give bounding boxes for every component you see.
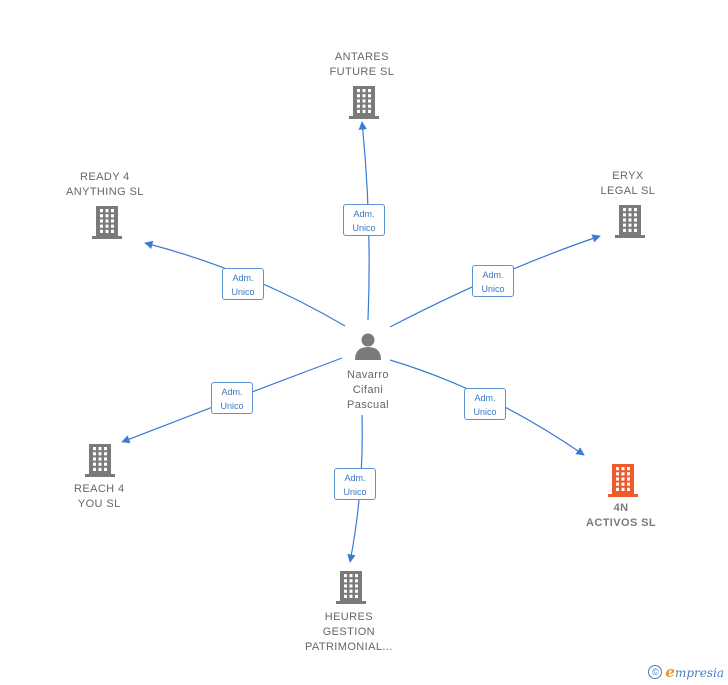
copyright-icon: ©	[648, 665, 663, 679]
relation-badge-4n[interactable]: Adm.Unico	[464, 388, 506, 420]
relation-badge-reach4[interactable]: Adm.Unico	[211, 382, 253, 414]
building-icon-eryx[interactable]	[615, 205, 645, 238]
building-icon-4n[interactable]	[608, 464, 638, 497]
building-icon-reach4[interactable]	[85, 444, 115, 477]
relation-badge-heures[interactable]: Adm.Unico	[334, 468, 376, 500]
brand-logo[interactable]: empresia	[665, 663, 724, 681]
relation-badge-eryx[interactable]: Adm.Unico	[472, 265, 514, 297]
building-icon-antares[interactable]	[349, 86, 379, 119]
relation-badge-antares[interactable]: Adm.Unico	[343, 204, 385, 236]
footer: © empresia	[648, 663, 724, 681]
building-icon-ready4[interactable]	[92, 206, 122, 239]
relation-badge-ready4[interactable]: Adm.Unico	[222, 268, 264, 300]
person-icon[interactable]	[355, 333, 381, 361]
building-icon-heures[interactable]	[336, 571, 366, 604]
